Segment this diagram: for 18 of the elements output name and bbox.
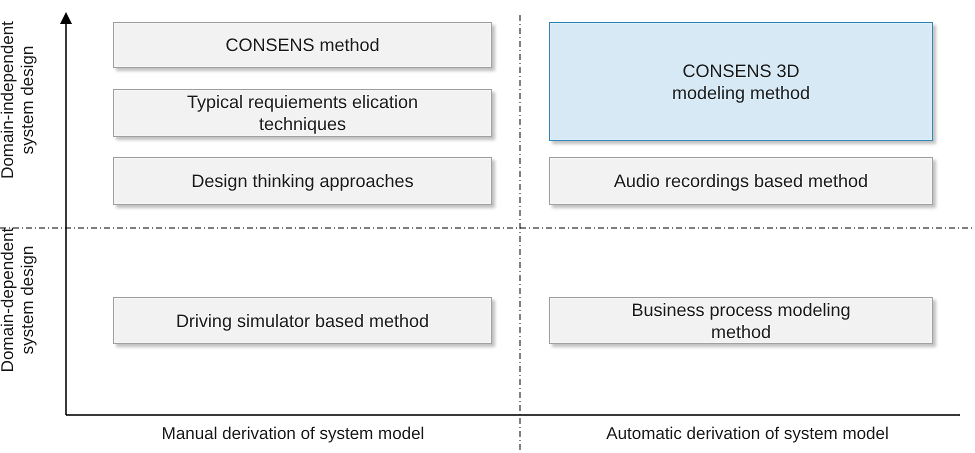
y-axis-label: Domain-independent system design bbox=[0, 20, 38, 181]
method-box bbox=[113, 297, 492, 344]
method-name: Driving simulator based method bbox=[176, 310, 430, 332]
method-name: Design thinking approaches bbox=[191, 170, 414, 192]
method-box bbox=[113, 89, 492, 137]
method-box bbox=[549, 22, 933, 141]
method-box bbox=[549, 297, 933, 344]
method-name: CONSENS method bbox=[225, 34, 380, 56]
method-name: Business process modeling method bbox=[630, 298, 852, 342]
x-axis-label: Manual derivation of system model bbox=[160, 424, 426, 444]
method-box bbox=[113, 157, 492, 205]
method-name: Audio recordings based method bbox=[614, 170, 868, 192]
method-name: Typical requiements elication techniques bbox=[186, 91, 420, 135]
x-axis-label: Automatic derivation of system model bbox=[605, 424, 890, 444]
method-box bbox=[113, 22, 492, 68]
y-axis-label: Domain-dependent system design bbox=[0, 226, 38, 374]
method-box bbox=[549, 157, 933, 205]
method-name: CONSENS 3D modeling method bbox=[670, 60, 812, 104]
